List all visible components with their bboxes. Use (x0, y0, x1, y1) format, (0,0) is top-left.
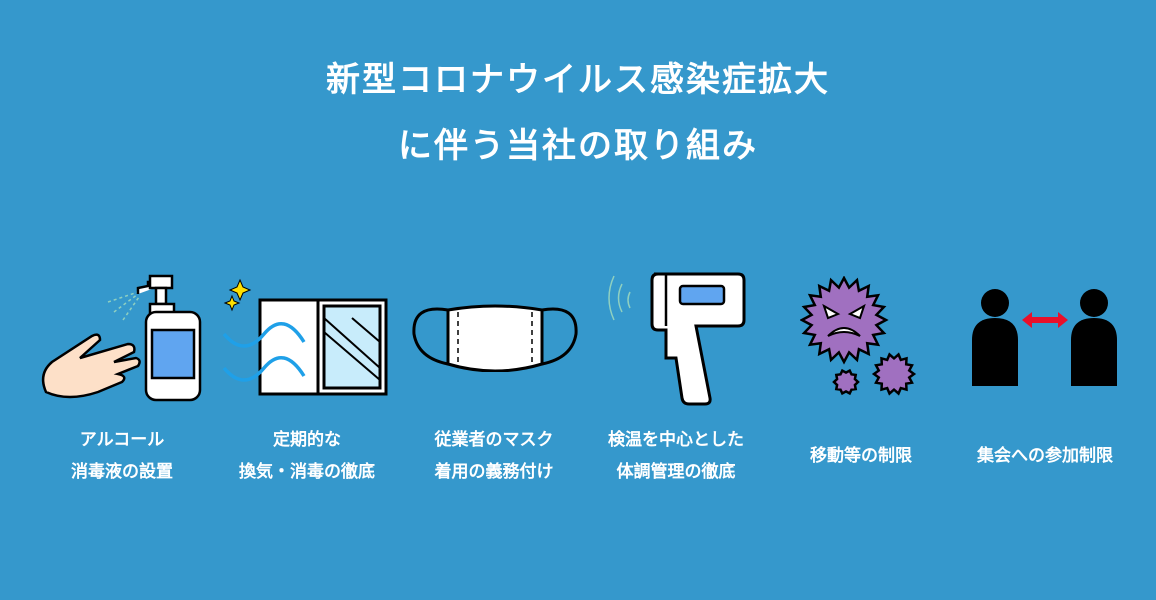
virus-icon (800, 276, 917, 396)
caption-line: 消毒液の設置 (71, 462, 173, 482)
caption-line: アルコール (79, 430, 165, 450)
caption-line: 移動等の制限 (810, 446, 912, 466)
caption-line: 従業者のマスク (434, 430, 554, 450)
caption-line: 定期的な (273, 430, 341, 450)
measure-caption: 定期的な換気・消毒の徹底 (207, 424, 407, 488)
caption-line: 集会への参加制限 (977, 446, 1113, 466)
thermometer-icon (608, 272, 746, 406)
virus-particle-icon (800, 276, 889, 365)
caption-line: 着用の義務付け (434, 462, 554, 482)
measure-caption: 従業者のマスク着用の義務付け (394, 424, 594, 488)
sanitizer-hands-icon (41, 274, 202, 402)
mask-icon (412, 304, 578, 372)
measure-caption: アルコール消毒液の設置 (22, 424, 222, 488)
page-title-line2: に伴う当社の取り組み (398, 126, 758, 166)
measure-caption: 集会への参加制限 (945, 440, 1145, 472)
virus-particle-icon (832, 368, 860, 396)
virus-particle-icon (871, 352, 917, 396)
social-distance-icon (972, 289, 1117, 386)
page-title-line1: 新型コロナウイルス感染症拡大 (326, 60, 830, 100)
caption-line: 換気・消毒の徹底 (239, 462, 375, 482)
caption-line: 検温を中心とした (608, 430, 744, 450)
window-ventilation-icon (222, 278, 388, 396)
caption-line: 体調管理の徹底 (616, 462, 736, 482)
measure-caption: 検温を中心とした体調管理の徹底 (576, 424, 776, 488)
measure-caption: 移動等の制限 (761, 440, 961, 472)
